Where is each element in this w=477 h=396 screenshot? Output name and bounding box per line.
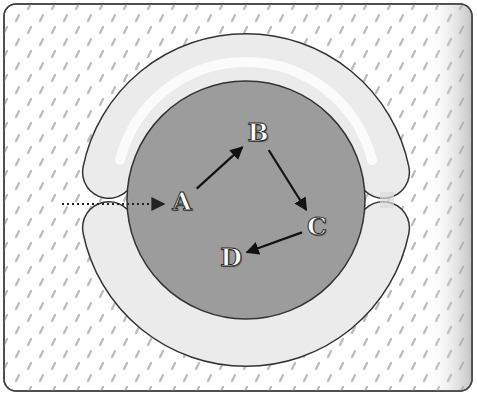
entry-arrow — [62, 203, 164, 205]
frame — [4, 4, 472, 391]
step-label: A — [168, 186, 195, 218]
membrane-bridge — [380, 192, 394, 208]
flow-arrow — [197, 147, 243, 189]
step-letter: B — [247, 119, 268, 147]
inner-compartment — [127, 81, 365, 319]
step-label: C — [303, 211, 331, 243]
flow-arrow — [247, 232, 302, 252]
step-letter: D — [220, 244, 242, 272]
flow-arrow — [269, 150, 307, 210]
frame-shade — [4, 4, 472, 391]
step-label: D — [216, 242, 246, 274]
step-label: B — [243, 117, 272, 149]
step-letter: C — [307, 213, 327, 241]
background-pattern — [4, 4, 472, 391]
step-letter: A — [172, 188, 191, 216]
